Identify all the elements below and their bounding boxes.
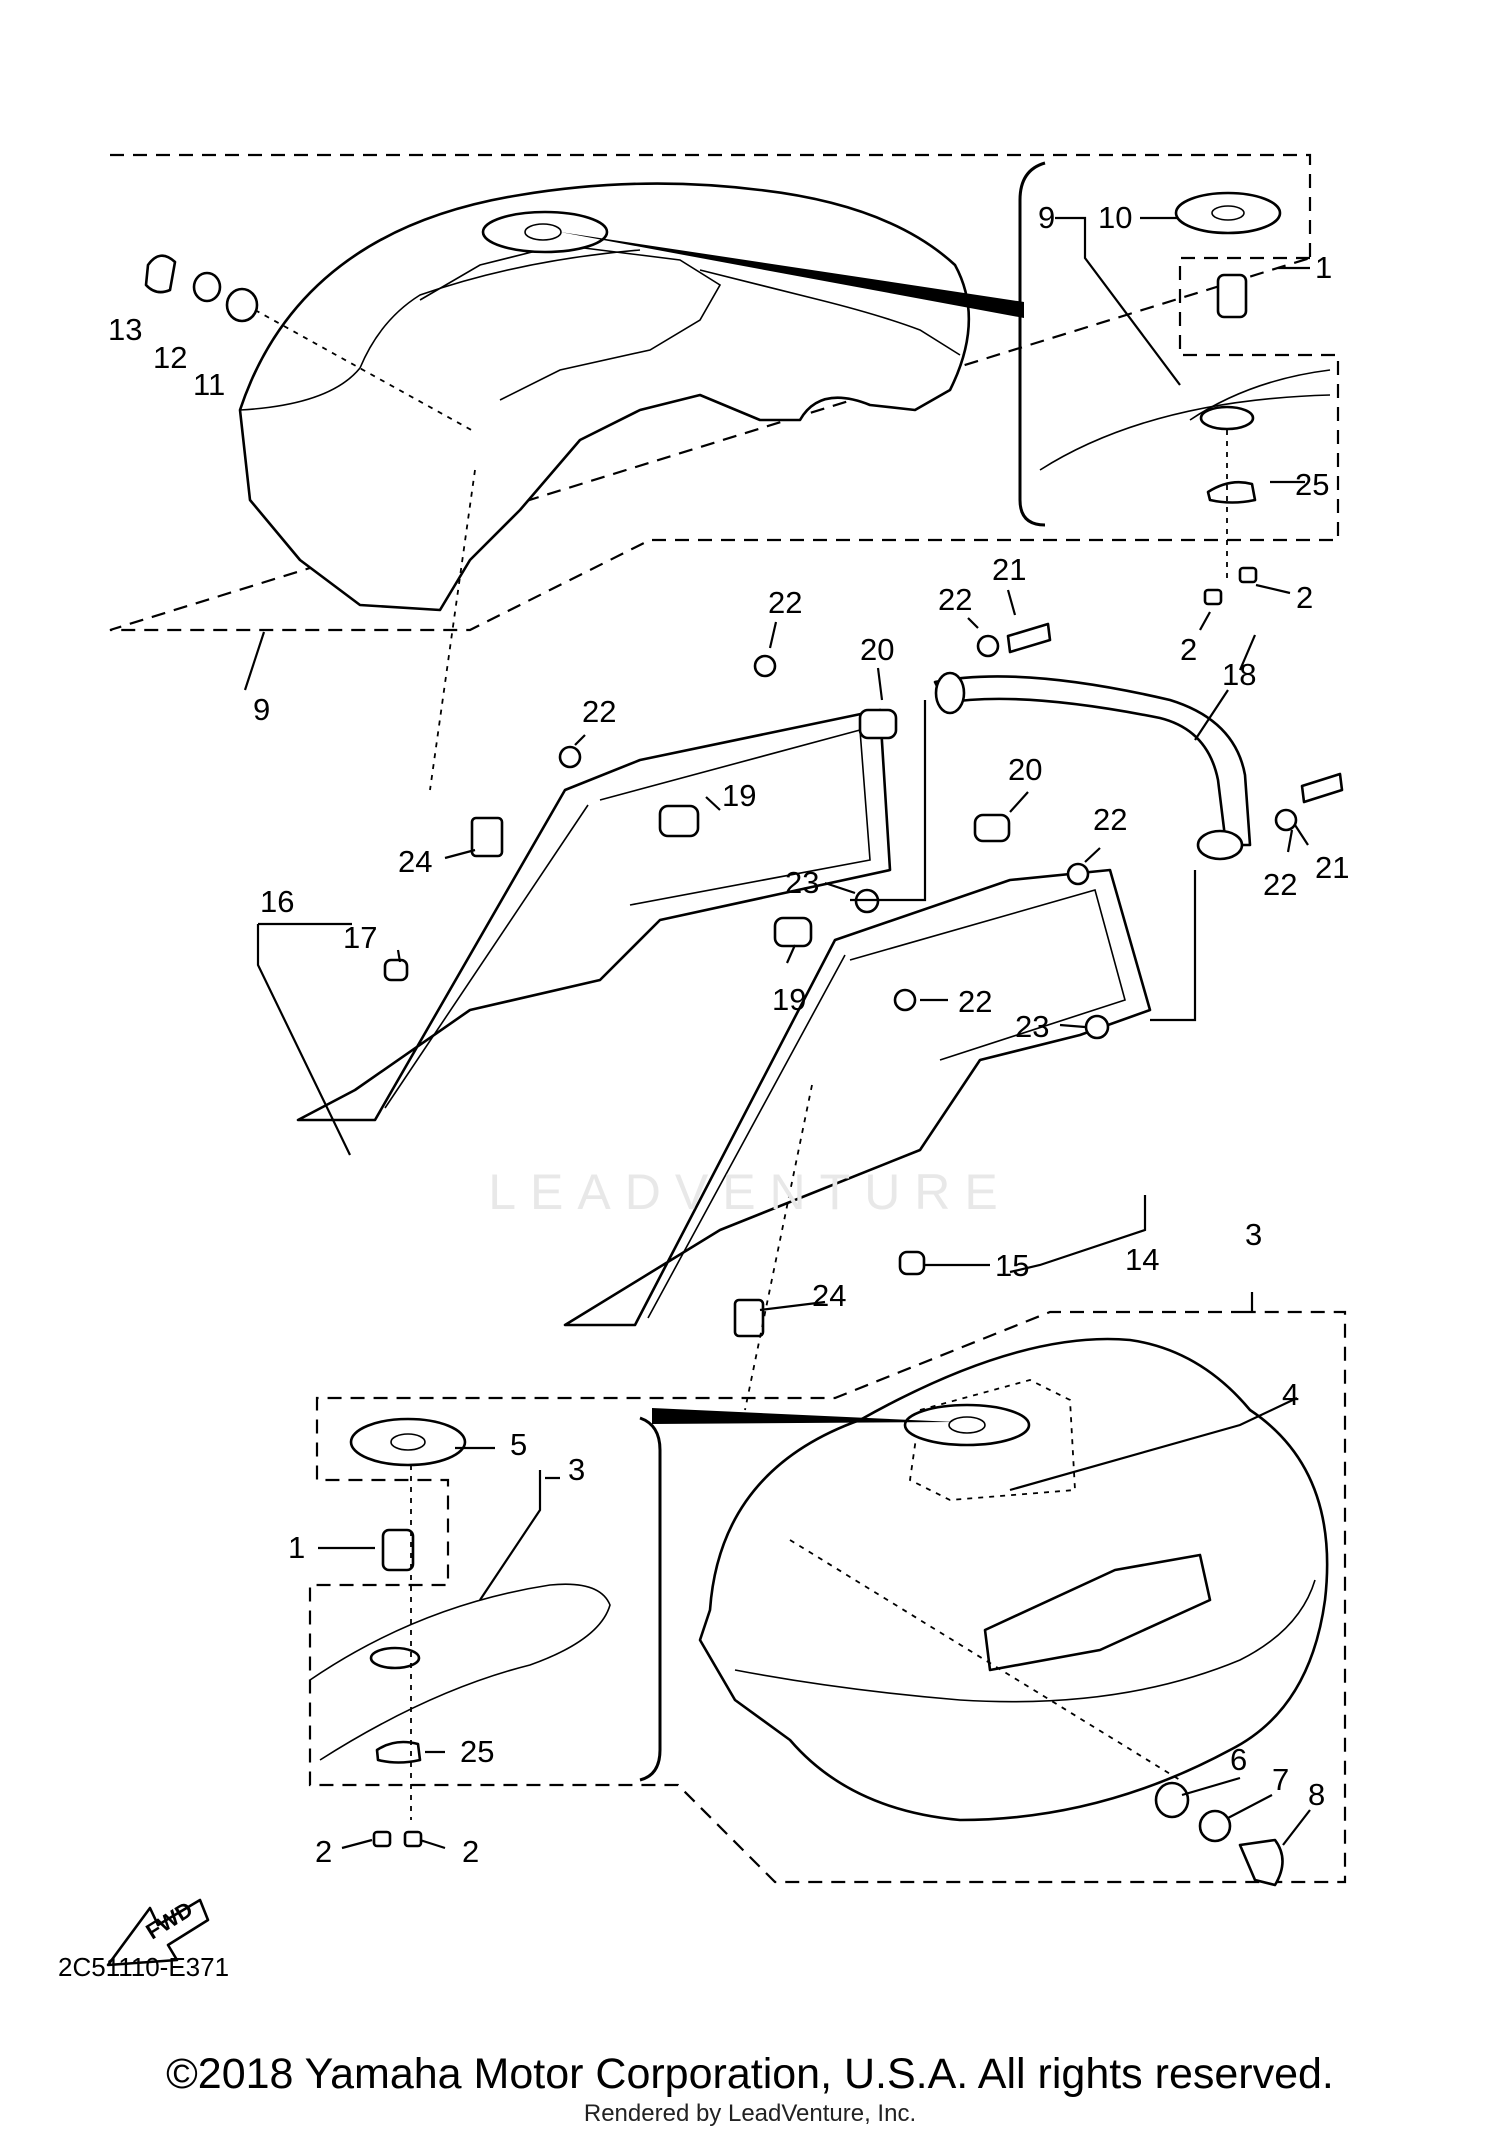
callout-19-lower: 19 — [772, 982, 806, 1017]
copyright-notice: ©2018 Yamaha Motor Corporation, U.S.A. A… — [166, 2050, 1334, 2098]
callout-20-upper: 20 — [860, 632, 894, 667]
clip-24-lower — [733, 1298, 765, 1338]
callout-21-lower: 21 — [1315, 850, 1349, 885]
callout-13: 13 — [108, 312, 142, 347]
lock-plate-25-upper — [1206, 480, 1257, 504]
screws-2 — [372, 566, 1258, 1848]
callout-2-c: 2 — [315, 1834, 332, 1869]
callout-9-upper: 9 — [1038, 200, 1055, 235]
nut-23-lower — [1084, 1014, 1110, 1040]
upper-detail-bracket — [1018, 161, 1046, 527]
collar-7 — [1198, 1809, 1232, 1843]
upper-detail-pointer — [560, 232, 1024, 318]
bushing-20-lower — [973, 813, 1011, 843]
callout-22-c: 22 — [582, 694, 616, 729]
callout-numbers: 1 1 2 2 2 2 3 3 4 5 6 7 8 9 9 10 11 12 1… — [108, 200, 1349, 1869]
callout-17: 17 — [343, 920, 377, 955]
left-saddlebag — [238, 182, 971, 612]
callout-1-lower: 1 — [288, 1530, 305, 1565]
lock-cover-5 — [349, 1417, 467, 1467]
callout-7: 7 — [1272, 1762, 1289, 1797]
callout-2-a: 2 — [1296, 580, 1313, 615]
upper-saddlebag-group — [109, 153, 1340, 632]
callout-22-d: 22 — [1093, 802, 1127, 837]
grommet-6 — [1154, 1781, 1190, 1819]
callout-5: 5 — [510, 1427, 527, 1462]
right-saddlebag-stay — [563, 868, 1152, 1327]
lower-detail-pointer — [652, 1408, 955, 1424]
callout-11: 11 — [193, 367, 225, 402]
callout-22-e: 22 — [958, 984, 992, 1019]
callout-3-upper: 3 — [1245, 1217, 1262, 1252]
callout-4: 4 — [1282, 1377, 1299, 1412]
callout-22-f: 22 — [1263, 867, 1297, 902]
callout-23-upper: 23 — [785, 865, 819, 900]
cap-15 — [898, 1250, 926, 1276]
bolt-21-upper — [1006, 622, 1052, 654]
collar-12 — [192, 271, 222, 303]
clip-13 — [144, 254, 177, 294]
callout-21-upper: 21 — [992, 552, 1026, 587]
diagram-code: 2C51110-E371 — [58, 1952, 230, 1982]
lock-cover-10 — [1174, 191, 1282, 235]
callout-1-upper: 1 — [1315, 250, 1332, 285]
callout-3-lower: 3 — [568, 1452, 585, 1487]
bag-lid-seam — [239, 249, 641, 411]
callout-24-upper: 24 — [398, 844, 432, 879]
lower-bag-seam — [734, 1579, 1316, 1703]
lock-cylinder-1-upper — [1216, 273, 1248, 319]
lower-lock-recess — [903, 1403, 1031, 1447]
callout-25-upper: 25 — [1295, 467, 1329, 502]
callout-12: 12 — [153, 340, 187, 375]
callout-22-a: 22 — [768, 585, 802, 620]
callout-20-lower: 20 — [1008, 752, 1042, 787]
callout-14: 14 — [1125, 1242, 1159, 1277]
callout-2-d: 2 — [462, 1834, 479, 1869]
upper-detail-recess — [1199, 405, 1255, 431]
bushing-19-upper — [658, 804, 700, 838]
callout-25-lower: 25 — [460, 1734, 494, 1769]
lower-saddlebag-group — [308, 1310, 1347, 1887]
callout-16: 16 — [260, 884, 294, 919]
callout-19-upper: 19 — [722, 778, 756, 813]
callout-9-lower: 9 — [253, 692, 270, 727]
bushing-20-upper — [858, 708, 898, 740]
label-area-4 — [909, 1379, 1076, 1501]
callout-22-b: 22 — [938, 582, 972, 617]
bag-inner-frame — [419, 244, 722, 401]
bolt-21-lower — [1300, 772, 1344, 804]
upper-group-border — [109, 153, 1340, 632]
bag-rear-wall — [699, 269, 961, 356]
callout-6: 6 — [1230, 1742, 1247, 1777]
right-saddlebag — [698, 1337, 1329, 1822]
clip-24-upper — [470, 816, 504, 858]
frame-stays-group — [296, 469, 1344, 1411]
callout-15: 15 — [995, 1248, 1029, 1283]
upper-lock-recess — [481, 210, 609, 254]
callout-10: 10 — [1098, 200, 1132, 235]
callout-24-lower: 24 — [812, 1278, 846, 1313]
callout-18: 18 — [1222, 657, 1256, 692]
lock-plate-25-lower — [375, 1740, 422, 1764]
grommet-11 — [225, 287, 259, 323]
saddlebag-rail — [933, 675, 1252, 847]
lock-cylinder-1-lower — [381, 1528, 415, 1572]
callout-2-b: 2 — [1180, 632, 1197, 667]
leader-lines — [243, 216, 1311, 1850]
bushing-19-lower — [773, 916, 813, 948]
clip-8 — [1238, 1838, 1284, 1887]
lower-group-border — [308, 1310, 1347, 1884]
callout-8: 8 — [1308, 1777, 1325, 1812]
lower-detail-recess — [369, 1646, 421, 1670]
lower-bag-handle — [983, 1553, 1212, 1672]
callout-23-lower: 23 — [1015, 1009, 1049, 1044]
rendered-by-notice: Rendered by LeadVenture, Inc. — [583, 2100, 917, 2127]
watermark-text: LEADVENTURE — [488, 1164, 1012, 1220]
lower-detail-bracket — [639, 1416, 662, 1782]
cap-17 — [383, 958, 409, 982]
